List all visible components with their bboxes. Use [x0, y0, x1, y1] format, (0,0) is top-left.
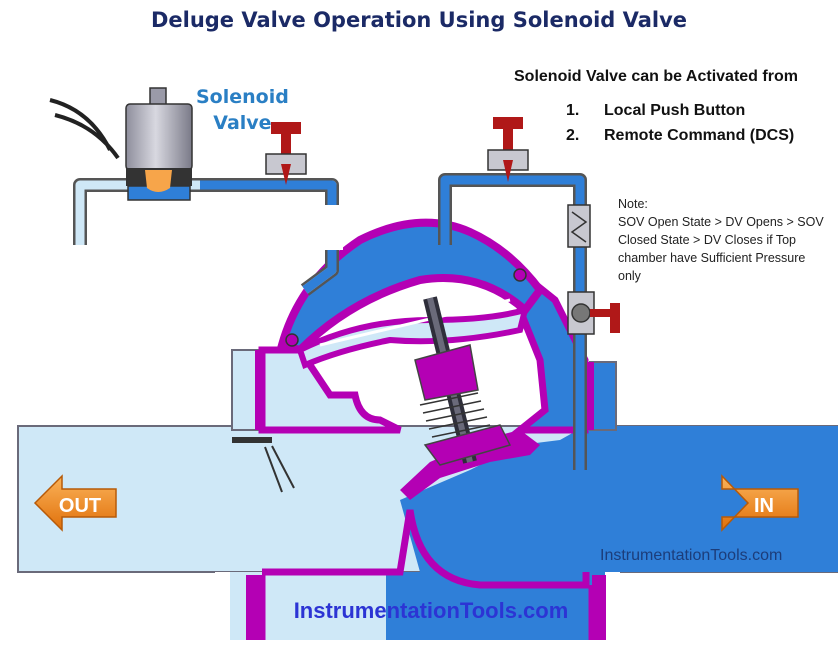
list-item-text: Local Push Button [604, 102, 746, 119]
solenoid-valve-icon [49, 87, 193, 201]
note-line: only [618, 269, 641, 283]
note-line: Closed State > DV Closes if Top [618, 233, 796, 247]
list-item: 1. Local Push Button [566, 102, 794, 127]
list-item-number: 1. [566, 102, 580, 119]
needle-valve-icon [487, 117, 529, 182]
out-arrow-icon: OUT [33, 474, 117, 532]
diaphragm-bonnet [277, 218, 546, 370]
in-arrow-label: IN [754, 495, 774, 517]
note-line: chamber have Sufficient Pressure [618, 251, 806, 265]
watermark-large: InstrumentationTools.com [293, 598, 569, 623]
pipe-flanges [231, 349, 617, 640]
activation-list: 1. Local Push Button 2. Remote Command (DC… [566, 102, 794, 152]
solenoid-valve-label: Solenoid Valve [196, 84, 289, 136]
drain-check-line [232, 437, 295, 493]
deluge-valve-body [258, 274, 596, 640]
watermark-small: InstrumentationTools.com [600, 547, 783, 564]
activation-heading: Solenoid Valve can be Activated from [514, 68, 798, 85]
ball-valve-icon [567, 291, 620, 335]
strainer-icon [567, 204, 591, 248]
list-item-text: Remote Command (DCS) [604, 127, 795, 144]
out-arrow-label: OUT [59, 495, 101, 517]
solenoid-label-line: Valve [213, 112, 272, 134]
solenoid-label-line: Solenoid [196, 86, 289, 108]
list-item-number: 2. [566, 127, 580, 144]
valve-stem-assembly [414, 296, 512, 466]
note-heading: Note: [618, 197, 648, 211]
list-item: 2. Remote Command (DCS) [566, 127, 794, 152]
note-box: Note: SOV Open State > DV Opens > SOV Cl… [618, 195, 838, 285]
note-line: SOV Open State > DV Opens > SOV [618, 215, 824, 229]
in-arrow-icon: IN [721, 474, 799, 532]
needle-valve-icon [265, 122, 307, 185]
diagram-title: Deluge Valve Operation Using Solenoid Va… [150, 8, 688, 32]
